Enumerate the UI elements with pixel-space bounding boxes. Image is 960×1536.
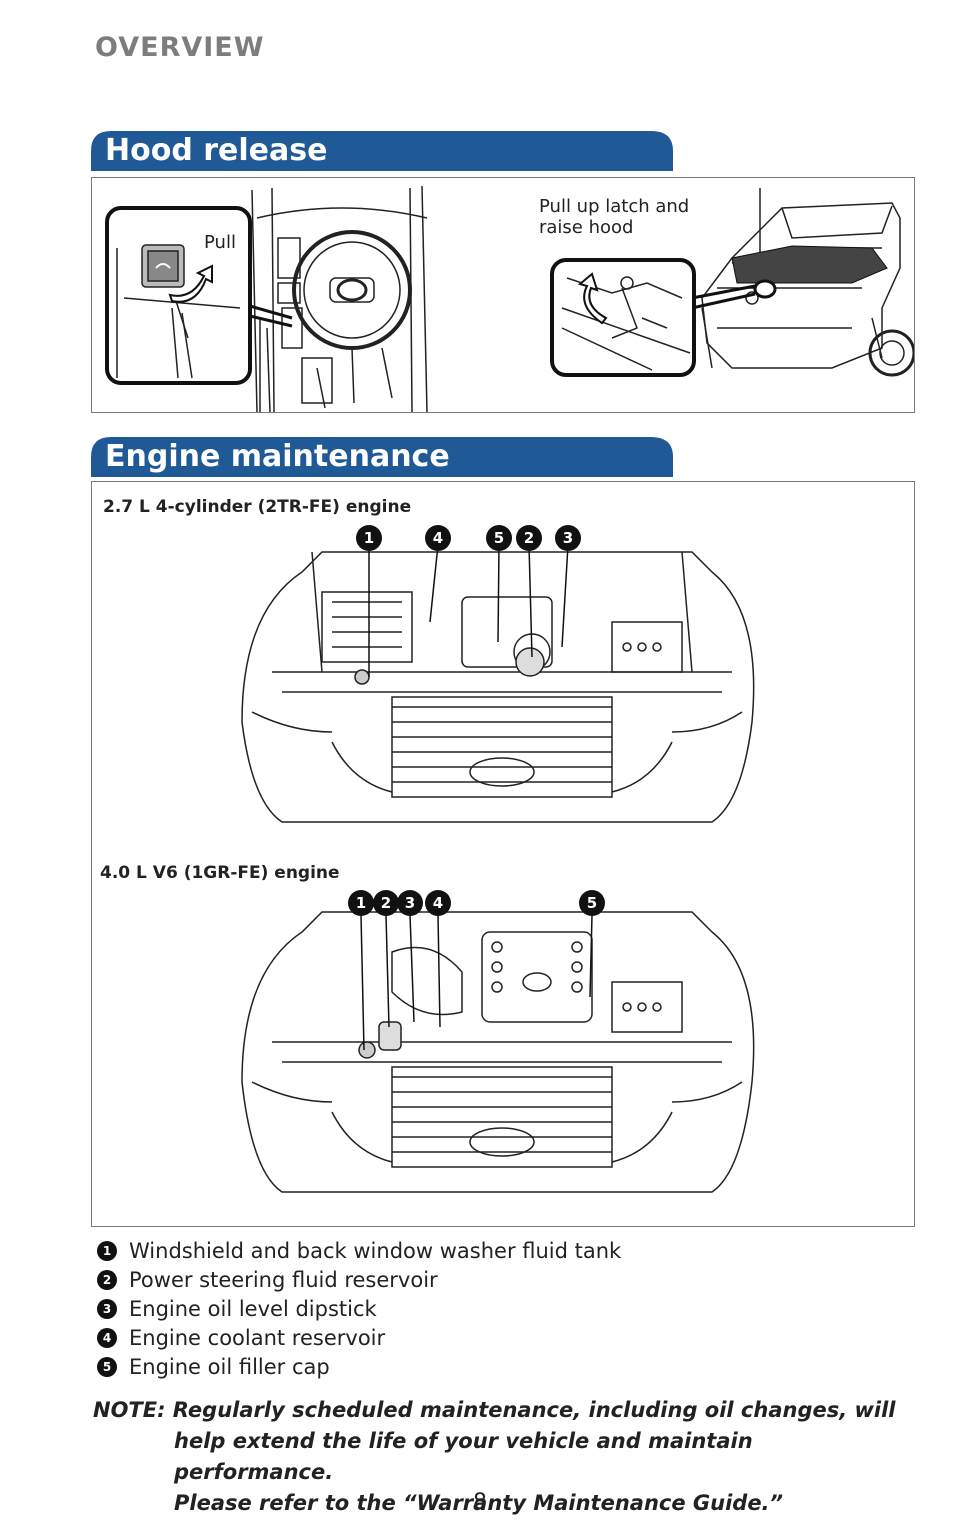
legend-text: Windshield and back window washer fluid … [129,1238,622,1263]
raise-hood-label-line2: raise hood [539,217,634,238]
legend-item: 3 Engine oil level dipstick [97,1294,377,1323]
engine-b-callout-3: 3 [397,890,423,916]
hood-release-title: Hood release [105,133,328,168]
legend-item: 4 Engine coolant reservoir [97,1323,385,1352]
header-tab-shape [91,437,673,477]
legend-number: 2 [97,1269,117,1290]
legend-item: 2 Power steering fluid reservoir [97,1265,438,1294]
legend-text: Engine oil filler cap [129,1354,330,1379]
legend-text: Power steering fluid reservoir [129,1267,438,1292]
hood-release-illustration [105,185,914,412]
engine-a-callout-2: 2 [516,525,542,551]
engine-b-callout-5: 5 [579,890,605,916]
legend-number: 3 [97,1298,117,1319]
engine-maintenance-header: Engine maintenance [91,437,673,477]
engine-b-label: 4.0 L V6 (1GR-FE) engine [100,863,340,883]
engine-b-drawing [241,911,755,1193]
engine-maintenance-panel: 2.7 L 4-cylinder (2TR-FE) engine [91,481,915,1227]
hood-release-header: Hood release [91,131,673,171]
note-line-1: NOTE: Regularly scheduled maintenance, i… [93,1398,896,1422]
raise-hood-label: Pull up latch and raise hood [539,196,689,238]
note-line-3: Please refer to the “Warranty Maintenanc… [174,1491,784,1515]
engine-illustrations [241,544,755,1193]
hood-release-panel: Pull Pull up latch and raise hood [91,177,915,413]
section-title: OVERVIEW [95,32,265,63]
header-tab-shape [91,131,673,171]
engine-a-callout-1: 1 [356,525,382,551]
dashboard-drawing [251,185,428,412]
engine-maintenance-title: Engine maintenance [105,439,450,474]
legend-item: 1 Windshield and back window washer flui… [97,1236,621,1265]
pull-label: Pull [204,232,236,253]
legend-number: 5 [97,1356,117,1377]
legend-number: 4 [97,1327,117,1348]
legend-item: 5 Engine oil filler cap [97,1352,330,1381]
engine-a-callout-4: 4 [425,525,451,551]
engine-b-callout-4: 4 [425,890,451,916]
note-line-2: help extend the life of your vehicle and… [174,1429,753,1484]
legend-text: Engine oil level dipstick [129,1296,377,1321]
maintenance-note: NOTE: Regularly scheduled maintenance, i… [93,1395,913,1519]
page-number: 8 [473,1490,487,1515]
engine-a-callout-5: 5 [486,525,512,551]
legend-number: 1 [97,1240,117,1261]
raise-hood-label-line1: Pull up latch and [539,196,690,217]
engine-b-callout-1: 1 [348,890,374,916]
legend-text: Engine coolant reservoir [129,1325,386,1350]
engine-a-callout-3: 3 [555,525,581,551]
engine-a-label: 2.7 L 4-cylinder (2TR-FE) engine [103,497,412,517]
engine-b-callout-2: 2 [373,890,399,916]
